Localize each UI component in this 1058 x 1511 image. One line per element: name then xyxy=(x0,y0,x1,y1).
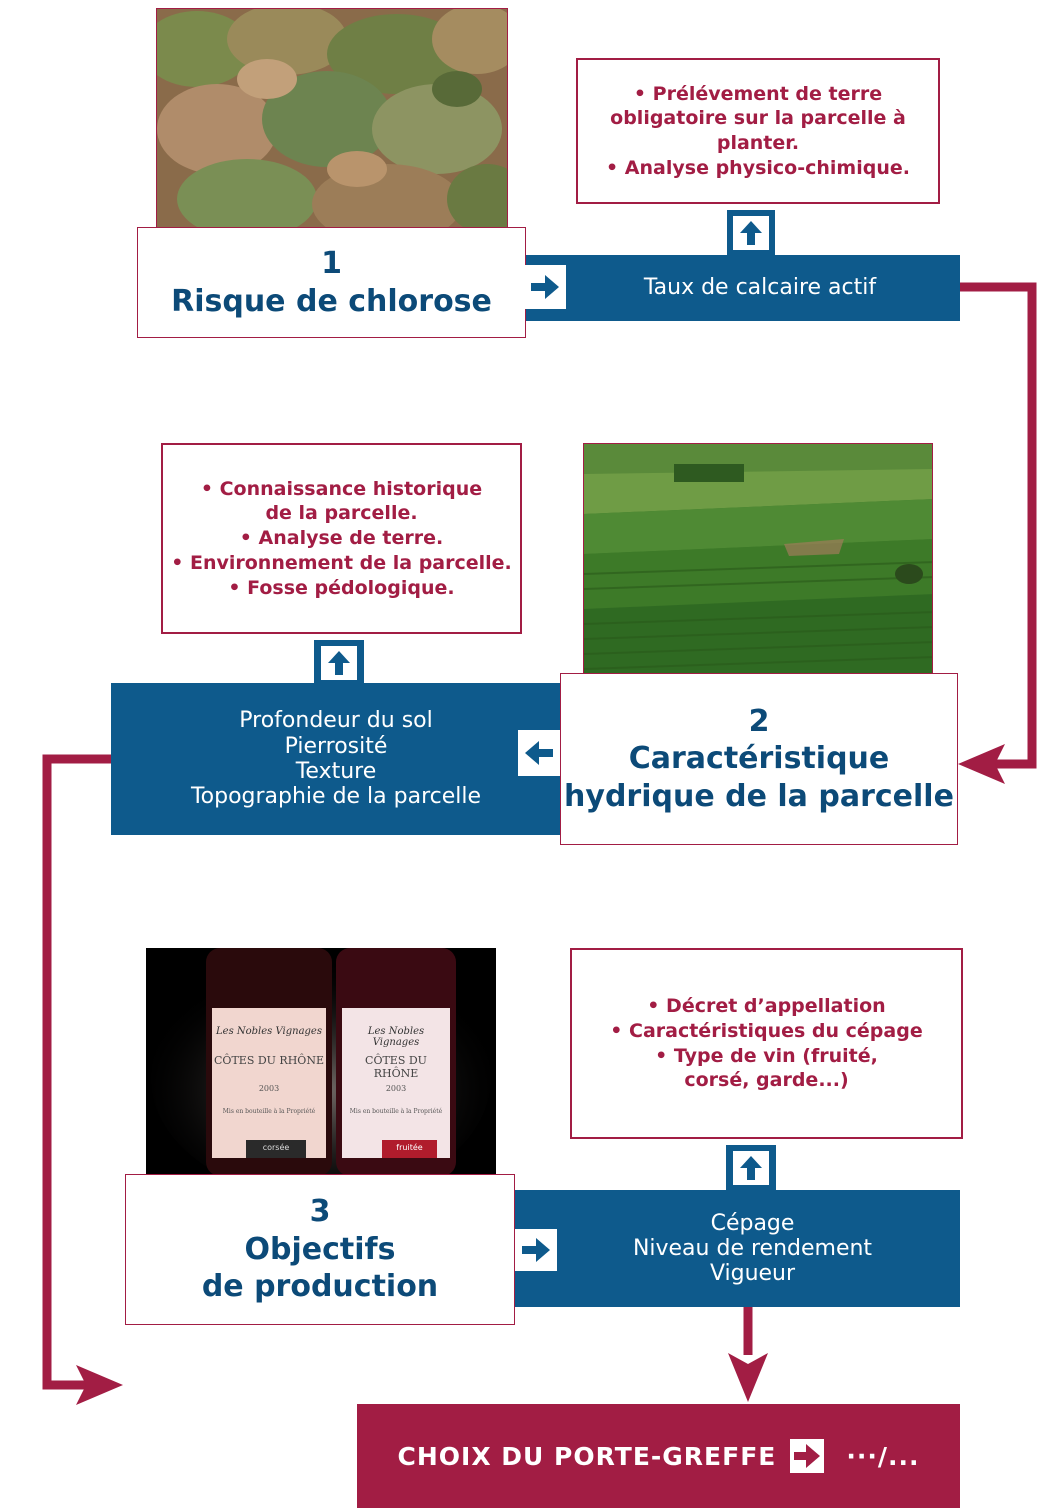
step-2-note: • Connaissance historique de la parcelle… xyxy=(161,443,522,634)
connector-2-to-3 xyxy=(42,754,112,1390)
step-3-title-line-1: Objectifs xyxy=(244,1231,396,1267)
bottle-right-brand: Les Nobles Vignages xyxy=(367,1026,425,1048)
note-1-line-2: obligatoire sur la parcelle à planter. xyxy=(610,107,906,154)
final-arrow-box xyxy=(790,1439,825,1473)
step-3-arrow-box xyxy=(515,1229,557,1271)
step-2-up-arrow-box xyxy=(314,640,364,686)
criterion-profondeur: Profondeur du sol xyxy=(239,708,433,734)
step-2-criteria-band: Profondeur du sol Pierrosité Texture Top… xyxy=(111,683,561,835)
bottle-left-appellation: CÔTES DU RHÔNE xyxy=(214,1054,324,1067)
step-1-up-arrow-box xyxy=(727,210,775,256)
step-3-box: 3 Objectifs de production xyxy=(125,1174,515,1325)
bottle-right-style: fruitée xyxy=(396,1143,423,1152)
step-1-criteria-band: Taux de calcaire actif xyxy=(526,255,960,321)
final-choice-box: CHOIX DU PORTE-GREFFE ···/... xyxy=(357,1404,960,1508)
note-1-line-1: • Prélévement de terre xyxy=(633,82,883,105)
note-2-line-4: • Environnement de la parcelle. xyxy=(171,551,512,574)
step-2-arrow-box xyxy=(518,730,560,776)
step-2-title-line-1: Caractéristique xyxy=(628,741,890,777)
connector-1-to-2 xyxy=(958,282,1037,769)
connector-3-to-final-arrowhead xyxy=(728,1353,768,1402)
bottle-right-appellation: CÔTES DU RHÔNE xyxy=(365,1054,427,1080)
note-3-line-3: • Type de vin (fruité, xyxy=(655,1044,878,1067)
arrow-left-icon xyxy=(525,741,553,765)
criterion-topographie: Topographie de la parcelle xyxy=(190,784,482,810)
arrow-up-icon xyxy=(328,651,350,675)
final-choice-label: CHOIX DU PORTE-GREFFE xyxy=(397,1441,777,1471)
step-3-up-arrow-box xyxy=(726,1145,776,1191)
step-1-box: 1 Risque de chlorose xyxy=(137,227,526,338)
criterion-texture: Texture xyxy=(295,759,377,784)
bottle-right-mention: Mis en bouteille à la Propriété xyxy=(349,1108,443,1115)
bottle-left-style: corsée xyxy=(262,1143,290,1152)
arrow-right-icon xyxy=(522,1238,550,1262)
arrow-right-icon xyxy=(531,275,559,299)
note-2-line-5: • Fosse pédologique. xyxy=(228,576,455,599)
note-3-line-4: corsé, garde...) xyxy=(684,1069,849,1092)
note-2-line-3: • Analyse de terre. xyxy=(239,527,444,550)
note-2-line-1: • Connaissance historique xyxy=(200,477,483,500)
step-2-box: 2 Caractéristique hydrique de la parcell… xyxy=(560,673,958,845)
step-1-title: Risque de chlorose xyxy=(171,283,492,319)
bottle-left-mention: Mis en bouteille à la Propriété xyxy=(222,1108,316,1115)
arrow-up-icon xyxy=(740,221,762,245)
final-continuation: ···/... xyxy=(846,1441,920,1471)
note-1-line-3: • Analyse physico-chimique. xyxy=(606,156,910,179)
step-3-number: 3 xyxy=(309,1194,331,1230)
criterion-vigueur: Vigueur xyxy=(709,1261,796,1287)
bottle-left-brand: Les Nobles Vignages xyxy=(216,1026,322,1037)
step-3-note: • Décret d’appellation • Caractéristique… xyxy=(570,948,963,1139)
wine-bottles-photo: Les Nobles Vignages CÔTES DU RHÔNE 2003 … xyxy=(146,948,496,1176)
note-3-line-2: • Caractéristiques du cépage xyxy=(610,1019,923,1042)
criterion-calcaire: Taux de calcaire actif xyxy=(643,275,877,301)
step-1-note: • Prélévement de terre obligatoire sur l… xyxy=(576,58,940,204)
step-1-number: 1 xyxy=(321,246,342,281)
criterion-rendement: Niveau de rendement xyxy=(632,1235,873,1261)
criterion-cepage: Cépage xyxy=(710,1210,795,1236)
bottle-left-year: 2003 xyxy=(258,1084,280,1093)
step-2-title-line-2: hydrique de la parcelle xyxy=(564,778,954,814)
criterion-pierrosite: Pierrosité xyxy=(284,733,388,759)
connector-2-to-3-arrowhead xyxy=(76,1365,123,1405)
step-1-arrow-box xyxy=(524,265,566,309)
step-3-title-line-2: de production xyxy=(201,1269,439,1305)
arrow-up-icon xyxy=(740,1156,762,1180)
note-2-line-2: de la parcelle. xyxy=(265,502,418,525)
bottle-right-year: 2003 xyxy=(385,1084,407,1093)
connector-1-to-2-arrowhead xyxy=(958,744,1005,784)
note-3-line-1: • Décret d’appellation xyxy=(647,995,886,1018)
vineyard-landscape-photo xyxy=(583,443,933,675)
arrow-right-icon xyxy=(794,1444,821,1468)
step-3-criteria-band: Cépage Niveau de rendement Vigueur xyxy=(515,1190,960,1307)
vine-leaves-photo xyxy=(156,8,508,230)
step-2-number: 2 xyxy=(748,703,770,739)
